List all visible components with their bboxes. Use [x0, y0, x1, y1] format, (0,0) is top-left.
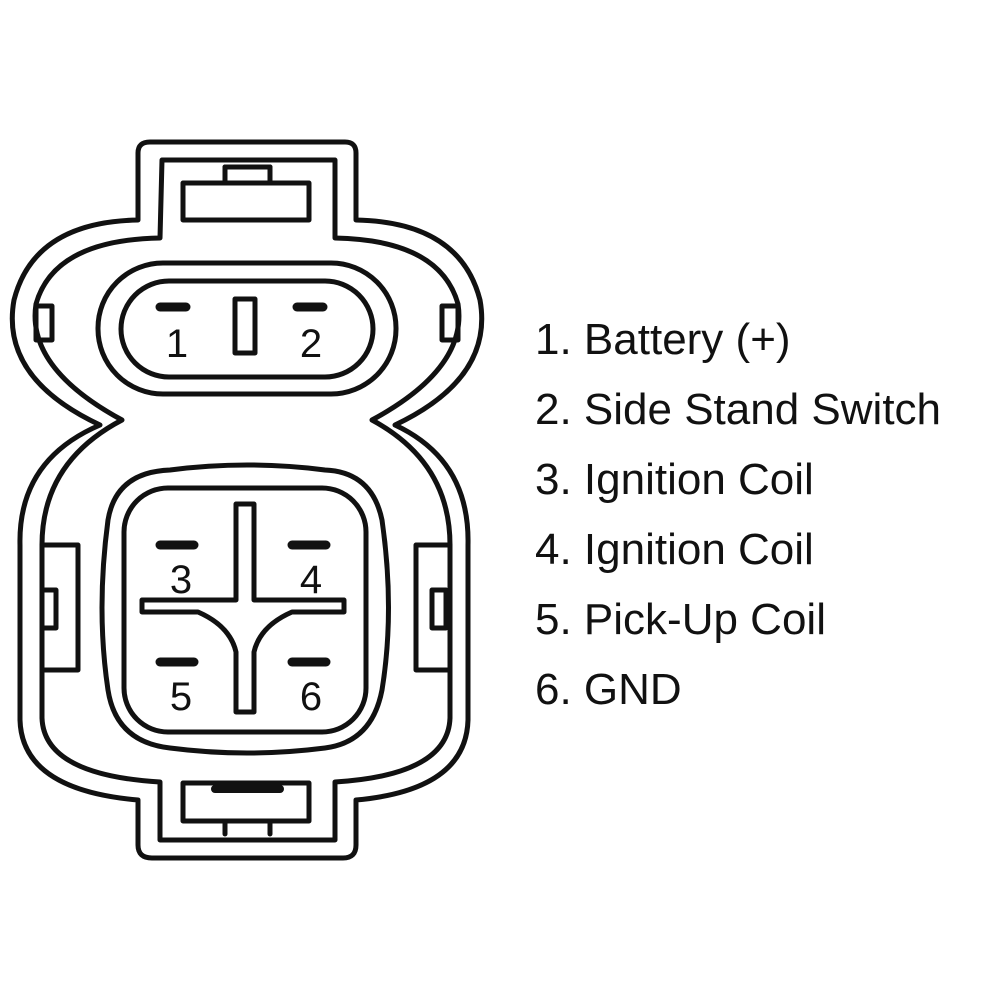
- housing-outer-outline: [9, 139, 485, 861]
- bottom-latch: [180, 780, 312, 824]
- right-tab-lower: [429, 587, 449, 631]
- right-tab-upper: [439, 303, 461, 343]
- legend-item: 5. Pick-Up Coil: [535, 595, 826, 644]
- left-tab-lower: [39, 587, 59, 631]
- pin-2-label: 2: [300, 322, 322, 366]
- legend-item: 1. Battery (+): [535, 315, 791, 364]
- left-tab-upper: [33, 303, 55, 343]
- legend-item: 4. Ignition Coil: [535, 525, 814, 574]
- pin-4-label: 4: [300, 558, 322, 602]
- four-pin-plug-inner: [121, 485, 369, 735]
- two-pin-key: [232, 296, 258, 356]
- legend-item: 3. Ignition Coil: [535, 455, 814, 504]
- legend-item: 6. GND: [535, 665, 682, 714]
- pin-3-label: 3: [170, 558, 192, 602]
- pin-legend: 1. Battery (+) 2. Side Stand Switch 3. I…: [535, 305, 941, 725]
- two-pin-plug-inner: [118, 278, 376, 380]
- lower-left-bracket: [39, 542, 81, 673]
- top-latch: [180, 180, 312, 223]
- lower-right-bracket: [413, 542, 453, 673]
- four-pin-plug-outer: [99, 462, 391, 756]
- pin-5-label: 5: [170, 675, 192, 719]
- four-pin-divider: [139, 501, 347, 715]
- legend-item: 2. Side Stand Switch: [535, 385, 942, 434]
- pin-6-label: 6: [300, 675, 322, 719]
- two-pin-plug-outer: [95, 260, 399, 397]
- pin-1-label: 1: [166, 322, 188, 366]
